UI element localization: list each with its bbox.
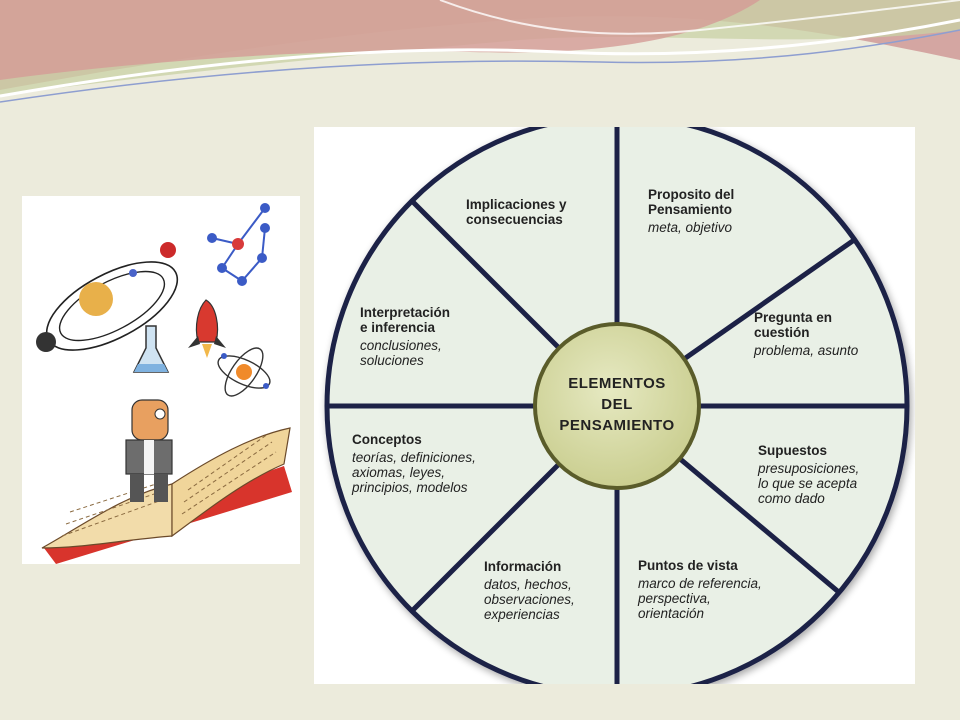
center-title-line: DEL — [601, 396, 633, 413]
science-illustration — [22, 196, 300, 564]
wheel-spoke-2 — [682, 237, 856, 362]
segment-5-title-line: Información — [484, 559, 561, 574]
top-banner-decoration — [0, 0, 960, 103]
planet-red-icon — [160, 242, 176, 258]
segment-6: Conceptos teorías, definiciones,axiomas, … — [351, 432, 476, 495]
segment-2-title-line: cuestión — [754, 325, 810, 340]
segment-1-title-line: Pensamiento — [648, 202, 732, 217]
segment-4: Puntos de vista marco de referencia,persp… — [637, 558, 762, 621]
segment-6-title-line: Conceptos — [352, 432, 422, 447]
segment-8-title-line: Implicaciones y — [466, 197, 567, 212]
segment-1-subtitle-line: meta, objetivo — [648, 220, 733, 235]
segment-2-subtitle-line: problema, asunto — [753, 343, 859, 358]
planet-dark-icon — [36, 332, 56, 352]
planet-orange-icon — [79, 282, 113, 316]
segment-4-title-line: Puntos de vista — [638, 558, 738, 573]
segment-5: Información datos, hechos,observaciones,e… — [484, 559, 575, 622]
segment-4-subtitle-line: orientación — [638, 606, 704, 621]
segment-4-subtitle-line: marco de referencia, — [638, 576, 762, 591]
segment-5-subtitle-line: observaciones, — [484, 592, 575, 607]
segment-3-subtitle-line: presuposiciones, — [757, 461, 859, 476]
segment-1-title-line: Proposito del — [648, 187, 734, 202]
segment-7-subtitle-line: conclusiones, — [360, 338, 442, 353]
person-figure-icon — [125, 399, 173, 502]
molecule-icon — [207, 203, 270, 286]
wheel-spoke-6 — [410, 462, 561, 613]
segment-7-subtitle-line: soluciones — [360, 353, 424, 368]
segment-4-subtitle-line: perspectiva, — [637, 591, 711, 606]
segment-7-title-line: Interpretación — [360, 305, 450, 320]
segment-5-subtitle-line: datos, hechos, — [484, 577, 572, 592]
center-title-line: ELEMENTOS — [568, 375, 666, 392]
segment-5-subtitle-line: experiencias — [484, 607, 560, 622]
segment-6-subtitle-line: axiomas, leyes, — [352, 465, 445, 480]
segment-6-subtitle-line: teorías, definiciones, — [352, 450, 476, 465]
segment-7-title-line: e inferencia — [360, 320, 436, 335]
science-clipart-image — [36, 203, 292, 564]
segment-6-subtitle-line: principios, modelos — [351, 480, 468, 495]
wheel-hub — [533, 322, 701, 490]
segment-8-title-line: consecuencias — [466, 212, 563, 227]
atom-icon — [217, 347, 271, 397]
segment-2-title-line: Pregunta en — [754, 310, 832, 325]
segment-3-subtitle-line: lo que se acepta — [758, 476, 858, 491]
segment-3: Supuestos presuposiciones,lo que se acept… — [757, 443, 859, 506]
rocket-icon — [188, 299, 226, 358]
segment-3-title-line: Supuestos — [758, 443, 827, 458]
open-book-icon — [41, 427, 292, 564]
wheel-spoke-8 — [410, 199, 561, 350]
segment-3-subtitle-line: como dado — [758, 491, 825, 506]
wheel-spoke-4 — [678, 456, 841, 595]
flask-icon — [132, 325, 170, 373]
center-title-line: PENSAMIENTO — [559, 417, 674, 434]
